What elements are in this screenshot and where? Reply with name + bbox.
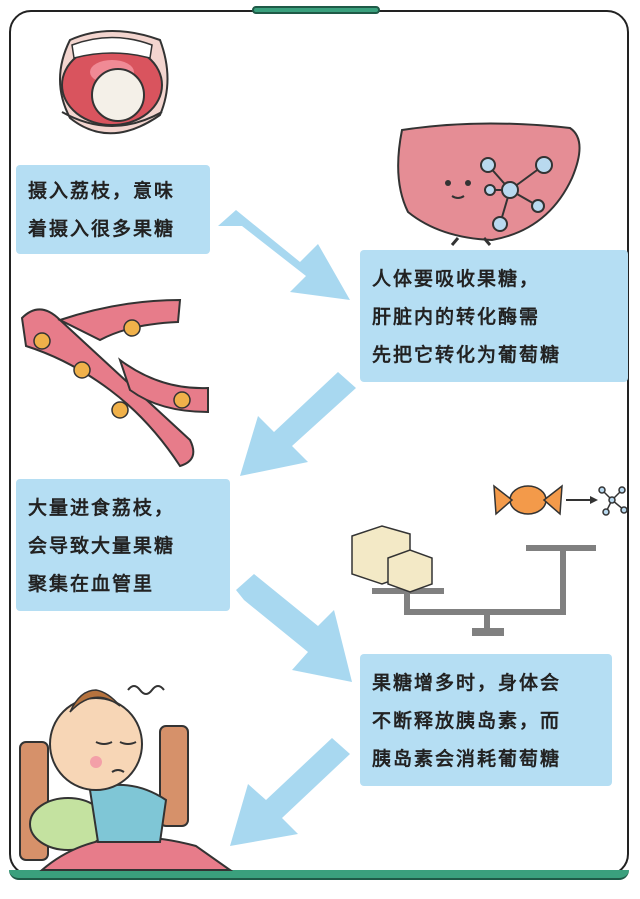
frame-top-tab (252, 6, 380, 14)
step-2-line-1: 人体要吸收果糖， (372, 268, 541, 290)
blood-vessel-icon (20, 298, 209, 468)
step-2-line-2: 肝脏内的转化酶需 (372, 306, 541, 328)
step-1-text-box: 摄入荔枝，意味 着摄入很多果糖 (16, 165, 210, 254)
arrow-1-icon (218, 210, 350, 300)
step-4-line-1: 果糖增多时，身体会 (372, 672, 562, 694)
step-3-line-2: 会导致大量果糖 (28, 535, 176, 557)
step-4-line-3: 胰岛素会消耗葡萄糖 (372, 748, 562, 770)
step-3-line-3: 聚集在血管里 (28, 573, 155, 595)
liver-character-icon (397, 122, 581, 246)
step-1-line-2: 着摄入很多果糖 (28, 218, 176, 240)
sick-baby-icon (19, 685, 234, 871)
arrow-2-icon (240, 372, 356, 476)
arrow-4-icon (230, 738, 350, 846)
step-1-line-1: 摄入荔枝，意味 (28, 180, 176, 202)
arrow-3-icon (236, 574, 352, 682)
flow-arrows (218, 210, 356, 846)
mouth-lychee-icon (59, 30, 169, 135)
scale-sugar-icon (351, 525, 596, 636)
step-2-text-box: 人体要吸收果糖， 肝脏内的转化酶需 先把它转化为葡萄糖 (360, 250, 628, 382)
step-4-line-2: 不断释放胰岛素，而 (372, 710, 562, 732)
candy-molecule-icon (493, 484, 628, 516)
step-3-line-1: 大量进食荔枝， (28, 497, 176, 519)
step-4-text-box: 果糖增多时，身体会 不断释放胰岛素，而 胰岛素会消耗葡萄糖 (360, 654, 612, 786)
frame-bottom-bar (9, 870, 629, 880)
step-2-line-3: 先把它转化为葡萄糖 (372, 344, 562, 366)
step-3-text-box: 大量进食荔枝， 会导致大量果糖 聚集在血管里 (16, 479, 230, 611)
